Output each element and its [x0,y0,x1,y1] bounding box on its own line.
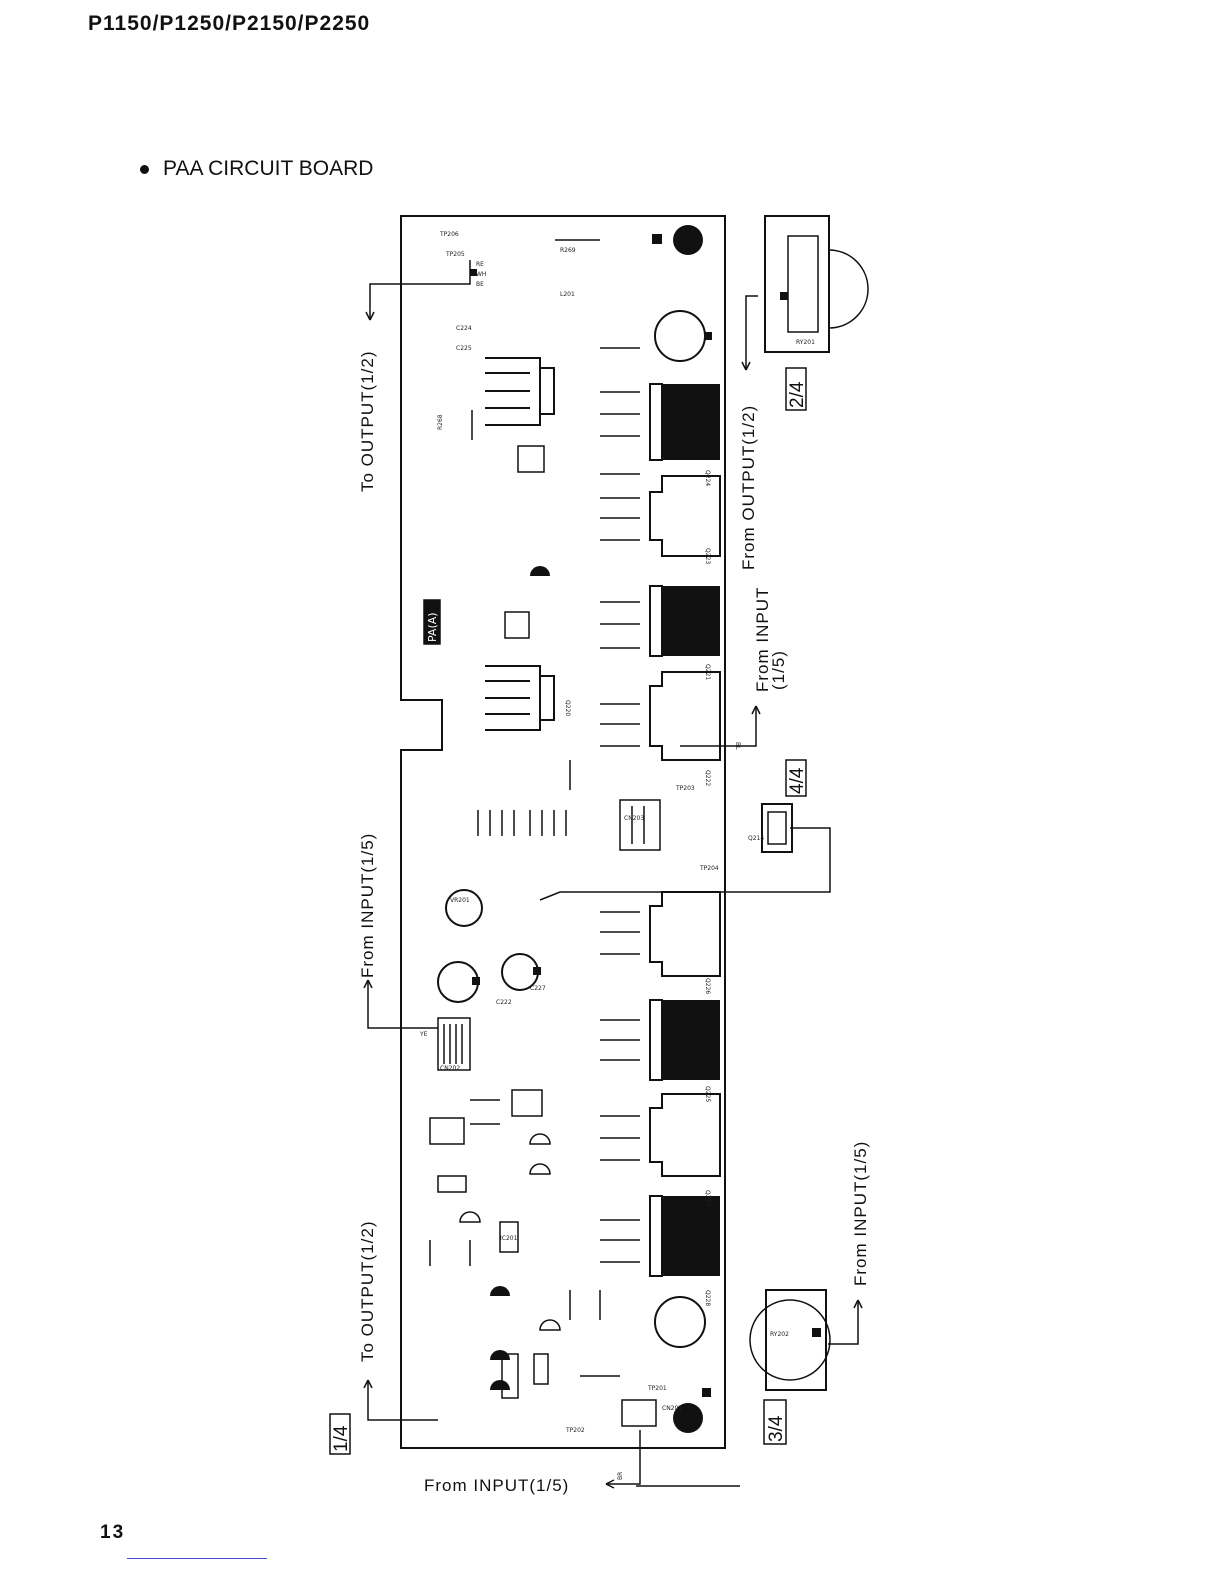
bullet-icon [140,164,149,174]
from-input-bottom-label: From INPUT(1/5) [424,1476,569,1495]
ref-tp204: TP204 [699,865,719,872]
ref-q221: Q221 [704,664,711,680]
to-output-top-label: To OUTPUT(1/2) [358,350,377,492]
ry202-label: RY202 [770,1331,789,1338]
ref-q228: Q228 [704,1290,711,1306]
connector-cn202 [437,799,661,1071]
heatsinks [485,357,555,731]
ry201-label: RY201 [796,339,815,346]
ref-cn201: CN201 [662,1405,682,1412]
subboard-4-4: 4/4 [787,767,808,794]
power-transistor-blocks [662,384,720,1276]
ref-cn203: CN203 [624,815,644,822]
from-input-mid-label: From INPUT(1/5) [358,833,377,978]
ref-cn202: CN202 [440,1065,460,1072]
ref-l201: L201 [560,291,575,298]
from-output-right-label: From OUTPUT(1/2) [739,405,758,570]
ref-q227: Q227 [704,1190,711,1206]
ref-ic201: IC201 [500,1235,518,1242]
section-title: PAA CIRCUIT BOARD [140,157,373,181]
subboard-1-4: 1/4 [331,1425,352,1452]
board-label: PA(A) [426,612,439,642]
subboard-q214: Q214 [748,803,793,853]
mounting-holes [470,225,712,1433]
wire-ye: YE [419,1031,428,1038]
ref-q222: Q222 [704,770,711,786]
ref-vr201: VR201 [450,897,470,904]
wire-bl: BL [734,742,741,750]
subboard-2-4: 2/4 [787,381,808,408]
ref-c224: C224 [456,325,472,332]
ref-q220: Q220 [564,700,571,716]
wiring [363,260,863,1489]
small-transistors [490,566,550,1390]
small-transistor-outlines [429,445,657,1427]
ref-r269: R269 [560,247,576,254]
board-outline [400,215,726,1449]
ref-c222: C222 [496,999,512,1006]
wire-re: RE [476,261,484,268]
ref-q225: Q225 [704,1086,711,1102]
page-boxes [329,367,807,1455]
transistor-outlines [649,383,721,1277]
ref-tp203: TP203 [675,785,695,792]
subboard-3-4: 3/4 [766,1415,787,1442]
from-input-right-sub-label: (1/5) [769,650,788,690]
wire-be: BE [476,281,484,288]
ref-tp202: TP202 [565,1427,585,1434]
ref-tp205: TP205 [445,251,465,258]
ref-c227: C227 [530,985,546,992]
electrolytic-caps [437,310,706,1348]
wire-wh: WH [476,271,486,278]
subboard-ry201: RY201 [764,215,869,353]
footer-rule [127,1558,267,1559]
from-input-far-right-label: From INPUT(1/5) [851,1141,870,1286]
model-header: P1150/P1250/P2150/P2250 [88,12,371,35]
ref-tp201: TP201 [647,1385,667,1392]
ref-q224: Q224 [704,470,711,486]
ref-q223: Q223 [704,548,711,564]
to-output-bottom-label: To OUTPUT(1/2) [358,1220,377,1362]
ref-r268: R268 [437,414,444,430]
from-input-right-label: From INPUT [753,587,772,692]
ref-q226: Q226 [704,978,711,994]
wire-br: BR [617,1472,624,1480]
ref-c225: C225 [456,345,472,352]
ref-tp206: TP206 [439,231,459,238]
page-number: 13 [100,1522,126,1543]
q214-label: Q214 [748,835,764,842]
section-title-text: PAA CIRCUIT BOARD [163,157,374,180]
resistor-marks [429,239,640,1377]
subboard-ry202: RY202 [749,1289,831,1391]
